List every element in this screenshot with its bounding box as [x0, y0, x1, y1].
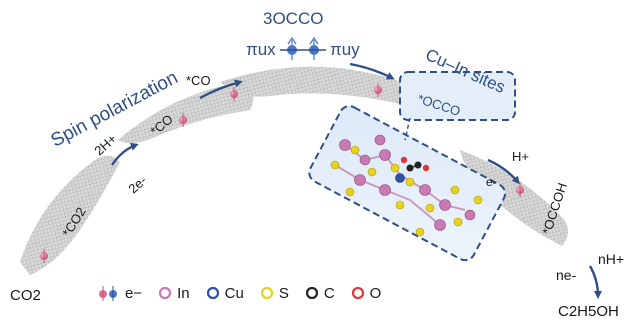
ethanol-product-label: C2H5OH: [558, 303, 619, 320]
spin-up-blue-icon: [309, 36, 319, 60]
pi-ux-label: πux: [246, 40, 276, 59]
legend-item-in: In: [158, 285, 190, 302]
spin-up-blue-icon: [287, 36, 297, 60]
legend-item-cu: Cu: [206, 285, 244, 302]
pi-orbitals: [280, 36, 326, 60]
electron-spin-icon: [516, 183, 524, 197]
n-proton-label: nH+: [598, 251, 625, 267]
legend-label-o: O: [369, 284, 382, 302]
arrow-to-ethanol: [588, 265, 602, 299]
sulfur-atom-icon: [260, 286, 273, 300]
sheet-1: [20, 155, 120, 275]
proton-label: H+: [512, 149, 529, 164]
n-electron-label: ne-: [556, 267, 577, 283]
catalyst-sheets: [20, 66, 569, 275]
electron-markers: [40, 83, 524, 263]
sheet-4: [460, 150, 569, 246]
crystal-atoms: [330, 134, 483, 237]
triplet-occo-label: 3OCCO: [263, 9, 324, 28]
sheet-2: [118, 82, 254, 144]
electron-spin-icon: [40, 249, 48, 263]
pathway-arrows: [111, 62, 602, 299]
arrow-occo-to-occoh: [487, 158, 520, 185]
arrow-co-to-occo: [199, 79, 243, 100]
legend-label-electron: e−: [125, 284, 143, 302]
co-adsorbed-label-2: *CO: [186, 73, 211, 88]
indium-atom-icon: [159, 286, 172, 300]
co2-start-label: CO2: [10, 287, 41, 304]
connector-dashed-line: [404, 117, 411, 141]
arrow-co2-to-co: [111, 142, 139, 166]
arrow-to-cu-in-sites: [349, 62, 395, 80]
legend-item-electron: e−: [96, 284, 142, 302]
electron-spin-icon: [179, 113, 187, 127]
legend-label-in: In: [177, 284, 190, 302]
electron-spin-pair-icon: [99, 286, 117, 301]
legend: e− In Cu S C O: [96, 282, 397, 304]
legend-label-cu: Cu: [224, 284, 244, 302]
oxygen-atom-icon: [351, 286, 364, 300]
legend-item-s: S: [260, 285, 289, 302]
legend-label-c: C: [323, 284, 335, 302]
electron-spin-icon: [374, 83, 382, 97]
pi-uy-label: πuy: [330, 40, 360, 59]
electron-spin-icon: [230, 87, 238, 101]
legend-item-o: O: [351, 284, 382, 302]
legend-label-s: S: [278, 284, 289, 302]
legend-item-c: C: [305, 285, 335, 302]
carbon-atom-icon: [305, 286, 318, 300]
copper-atom-icon: [206, 286, 219, 300]
electron-label: e-: [486, 175, 497, 189]
cu-in-sites-box: [399, 71, 516, 121]
